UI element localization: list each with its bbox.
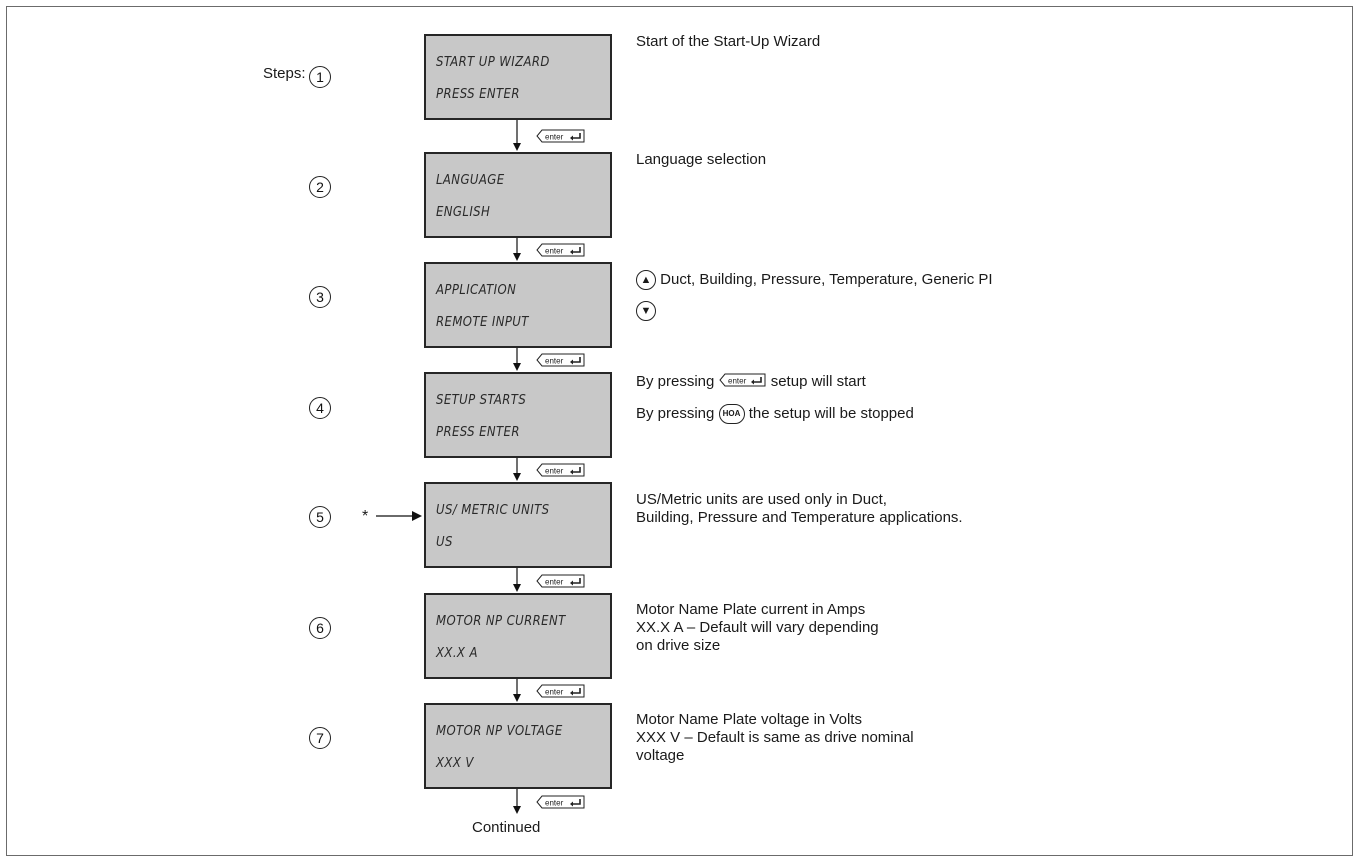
- flow-step-connector: enter: [513, 568, 585, 592]
- step-description-5: US/Metric units are used only in Duct, B…: [636, 491, 963, 527]
- down-arrow-head-icon: [513, 584, 521, 592]
- step-description-1: Start of the Start-Up Wizard: [636, 33, 820, 51]
- flow-step-connector: enter: [513, 120, 585, 151]
- description-text: By pressing: [636, 373, 715, 390]
- description-text: By pressing: [636, 404, 715, 422]
- description-text: the setup will be stopped: [748, 404, 914, 422]
- lcd-display-2: LANGUAGE ENGLISH: [424, 152, 612, 238]
- lcd-display-3: APPLICATION REMOTE INPUT: [424, 262, 612, 348]
- enter-key-icon: enter: [536, 129, 585, 143]
- flow-step-connector: enter: [513, 348, 585, 371]
- down-arrow-head-icon: [513, 363, 521, 371]
- step-description-4b: By pressing HOA the setup will be stoppe…: [636, 404, 914, 424]
- enter-key-icon: enter: [536, 684, 585, 698]
- down-arrow-head-icon: [513, 143, 521, 151]
- enter-key-icon: enter: [536, 795, 585, 809]
- enter-key-label: enter: [545, 133, 564, 142]
- lcd-display-6: MOTOR NP CURRENT XX.X A: [424, 593, 612, 679]
- flow-step-connector: enter: [513, 789, 585, 814]
- enter-key-label: enter: [545, 467, 564, 476]
- footnote-asterisk: *: [362, 508, 369, 525]
- lcd-line-1: START UP WIZARD: [436, 55, 550, 70]
- step-number-4: 4: [309, 397, 331, 419]
- description-line: Building, Pressure and Temperature appli…: [636, 509, 963, 526]
- enter-key-icon: enter: [536, 243, 585, 257]
- flow-step-connector: enter: [513, 679, 585, 702]
- continued-label: Continued: [472, 819, 541, 836]
- enter-key-icon: enter: [536, 463, 585, 477]
- step-number-2: 2: [309, 176, 331, 198]
- description-line: voltage: [636, 747, 685, 764]
- lcd-line-2: US: [436, 535, 453, 550]
- enter-key-label: enter: [728, 377, 747, 386]
- enter-key-icon: enter: [536, 574, 585, 588]
- lcd-display-5: US/ METRIC UNITS US: [424, 482, 612, 568]
- step-number-5: 5: [309, 506, 331, 528]
- enter-key-label: enter: [545, 799, 564, 808]
- lcd-line-1: MOTOR NP CURRENT: [436, 614, 566, 629]
- down-arrow-head-icon: [513, 806, 521, 814]
- flow-step-connector: enter: [513, 458, 585, 481]
- down-arrow-head-icon: [513, 253, 521, 261]
- lcd-line-2: XX.X A: [436, 646, 478, 661]
- enter-key-icon: enter: [718, 373, 766, 387]
- lcd-line-1: US/ METRIC UNITS: [436, 503, 550, 518]
- step-description-7: Motor Name Plate voltage in Volts XXX V …: [636, 711, 914, 765]
- lcd-line-2: ENGLISH: [436, 205, 491, 220]
- hoa-button-icon: HOA: [718, 404, 745, 424]
- description-line: US/Metric units are used only in Duct,: [636, 491, 887, 508]
- step-description-2: Language selection: [636, 151, 766, 169]
- steps-label: Steps:: [263, 65, 306, 82]
- flow-step-connector: enter: [513, 238, 585, 261]
- step-number-6: 6: [309, 617, 331, 639]
- step-description-3: ▲ Duct, Building, Pressure, Temperature,…: [636, 270, 993, 290]
- step-number-7: 7: [309, 727, 331, 749]
- lcd-line-2: REMOTE INPUT: [436, 315, 529, 330]
- lcd-line-1: MOTOR NP VOLTAGE: [436, 724, 563, 739]
- up-arrow-button-icon: ▲: [636, 270, 656, 290]
- lcd-display-4: SETUP STARTS PRESS ENTER: [424, 372, 612, 458]
- down-arrow-head-icon: [513, 473, 521, 481]
- lcd-line-1: APPLICATION: [436, 283, 517, 298]
- diagram-frame: [6, 6, 1353, 856]
- pointer-arrow-icon: [376, 511, 422, 521]
- description-line: XX.X A – Default will vary depending: [636, 619, 879, 636]
- description-line: Duct, Building, Pressure, Temperature, G…: [660, 270, 993, 288]
- lcd-line-2: PRESS ENTER: [436, 87, 520, 102]
- down-button-row: ▼: [636, 301, 656, 321]
- description-line: on drive size: [636, 637, 721, 654]
- description-line: XXX V – Default is same as drive nominal: [636, 729, 914, 746]
- lcd-display-7: MOTOR NP VOLTAGE XXX V: [424, 703, 612, 789]
- enter-key-label: enter: [545, 247, 564, 256]
- description-line: Start of the Start-Up Wizard: [636, 33, 821, 50]
- step-number-3: 3: [309, 286, 331, 308]
- lcd-line-1: SETUP STARTS: [436, 393, 527, 408]
- step-description-4a: By pressing enter setup will start: [636, 373, 866, 391]
- step-description-6: Motor Name Plate current in Amps XX.X A …: [636, 601, 879, 655]
- step-number-1: 1: [309, 66, 331, 88]
- enter-key-label: enter: [545, 357, 564, 366]
- lcd-line-2: PRESS ENTER: [436, 425, 520, 440]
- lcd-display-1: START UP WIZARD PRESS ENTER: [424, 34, 612, 120]
- lcd-line-2: XXX V: [436, 756, 474, 771]
- down-arrow-button-icon: ▼: [636, 301, 656, 321]
- description-text: setup will start: [770, 373, 866, 390]
- description-line: Motor Name Plate current in Amps: [636, 601, 866, 618]
- lcd-line-1: LANGUAGE: [436, 173, 505, 188]
- enter-key-icon: enter: [536, 353, 585, 367]
- enter-key-label: enter: [545, 578, 564, 587]
- description-line: Motor Name Plate voltage in Volts: [636, 711, 862, 728]
- description-line: Language selection: [636, 151, 767, 168]
- down-arrow-head-icon: [513, 694, 521, 702]
- enter-key-label: enter: [545, 688, 564, 697]
